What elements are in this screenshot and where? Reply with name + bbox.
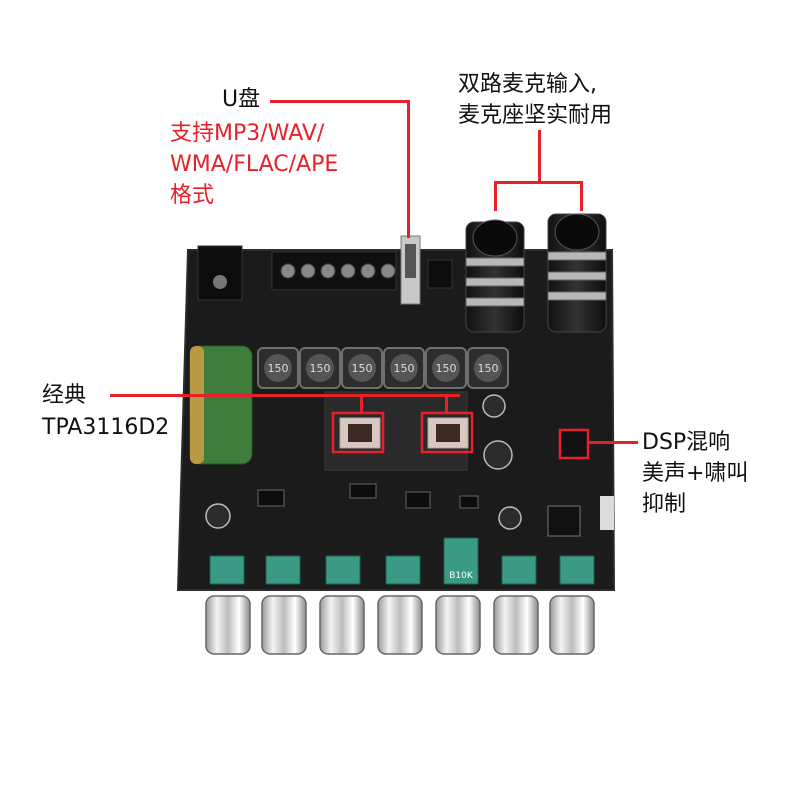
pot-label: B10K: [449, 571, 474, 581]
inductor-label: 150: [436, 362, 457, 375]
mic-callout-line: [494, 181, 583, 184]
dsp-label-line-2: 美声+啸叫: [642, 461, 749, 486]
mic-callout-line: [580, 181, 583, 211]
amplifier-chip-icon: [339, 417, 469, 449]
amp-label-line-2: TPA3116D2: [42, 415, 170, 440]
capacitor-icon: [189, 345, 253, 465]
potentiometer-icon: [209, 537, 595, 585]
mic-label-line-1: 双路麦克输入,: [458, 72, 597, 97]
usb-desc-line-2: WMA/FLAC/APE: [170, 152, 339, 177]
dc-jack-icon: [197, 245, 243, 301]
mic-jack-icon: [465, 213, 607, 333]
inductor-label: 150: [394, 362, 415, 375]
usb-port-icon: [400, 235, 421, 305]
usb-title: U盘: [222, 87, 261, 112]
terminal-block-icon: [271, 251, 397, 291]
amp-callout-line: [110, 394, 460, 397]
mic-label-line-2: 麦克座坚实耐用: [458, 103, 613, 128]
usb-desc-line-3: 格式: [170, 183, 215, 208]
dsp-callout-line: [588, 441, 638, 444]
usb-desc-line-1: 支持MP3/WAV/: [170, 121, 325, 146]
knob-icon: [205, 595, 595, 655]
dsp-label-line-3: 抑制: [642, 492, 687, 517]
inductor-label: 150: [268, 362, 289, 375]
inductor-label: 150: [310, 362, 331, 375]
dsp-label-line-1: DSP混响: [642, 430, 731, 455]
usb-callout-line: [270, 100, 410, 103]
amp-label-line-1: 经典: [42, 383, 87, 408]
mic-callout-line: [538, 130, 541, 183]
amp-callout-line: [445, 394, 448, 414]
inductor-label: 150: [478, 362, 499, 375]
inductor-label: 150: [352, 362, 373, 375]
dsp-chip-icon: [547, 429, 614, 537]
amp-callout-line: [360, 394, 363, 414]
inductor-icon: 150 150 150 150 150 150: [257, 347, 509, 389]
usb-callout-line: [407, 100, 410, 238]
mic-callout-line: [494, 181, 497, 211]
